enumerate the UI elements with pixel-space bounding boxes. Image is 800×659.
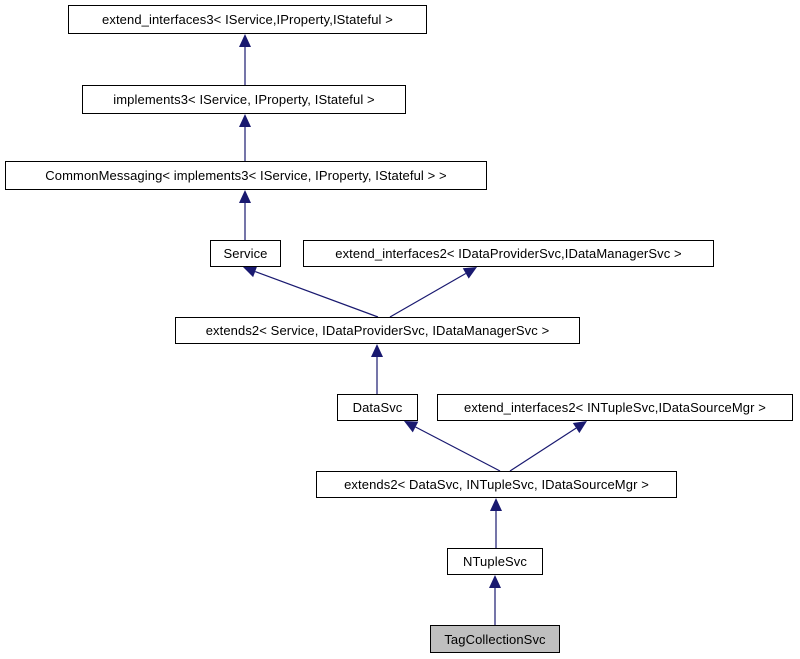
class-node-service[interactable]: Service	[210, 240, 281, 267]
class-node-label: implements3< IService, IProperty, IState…	[113, 92, 375, 107]
class-node-label: extend_interfaces2< IDataProviderSvc,IDa…	[335, 246, 682, 261]
class-node-label: CommonMessaging< implements3< IService, …	[45, 168, 447, 183]
class-node-datasvc[interactable]: DataSvc	[337, 394, 418, 421]
inheritance-arrowhead-icon	[239, 34, 251, 47]
inheritance-edge-line	[415, 426, 501, 472]
class-node-common_messaging[interactable]: CommonMessaging< implements3< IService, …	[5, 161, 487, 190]
class-node-label: DataSvc	[352, 400, 403, 415]
inheritance-edge-line	[254, 270, 379, 318]
class-node-label: TagCollectionSvc	[444, 631, 546, 647]
class-node-label: Service	[223, 246, 268, 261]
class-node-extends2_datasvc[interactable]: extends2< DataSvc, INTupleSvc, IDataSour…	[316, 471, 677, 498]
inheritance-arrowhead-icon	[239, 190, 251, 203]
class-node-label: extend_interfaces3< IService,IProperty,I…	[102, 12, 393, 27]
class-node-label: extends2< Service, IDataProviderSvc, IDa…	[205, 323, 550, 338]
class-node-extends2_service[interactable]: extends2< Service, IDataProviderSvc, IDa…	[175, 317, 580, 344]
inheritance-arrowhead-icon	[404, 421, 419, 433]
class-node-extend_interfaces2_data[interactable]: extend_interfaces2< IDataProviderSvc,IDa…	[303, 240, 714, 267]
class-node-label: NTupleSvc	[463, 554, 527, 569]
inheritance-edge-line	[389, 272, 467, 318]
inheritance-edge-line	[509, 427, 577, 472]
class-node-ntuplesvc[interactable]: NTupleSvc	[447, 548, 543, 575]
class-node-extend_interfaces2_ntuple[interactable]: extend_interfaces2< INTupleSvc,IDataSour…	[437, 394, 793, 421]
inheritance-arrowhead-icon	[371, 344, 383, 357]
inheritance-arrowhead-icon	[239, 114, 251, 127]
inheritance-arrowhead-icon	[572, 421, 587, 434]
inheritance-arrowhead-icon	[462, 267, 477, 279]
inheritance-arrowhead-icon	[243, 265, 258, 278]
class-node-tagcollectionsvc[interactable]: TagCollectionSvc	[430, 625, 560, 653]
class-node-label: extend_interfaces2< INTupleSvc,IDataSour…	[464, 400, 766, 415]
inheritance-arrowhead-icon	[490, 498, 502, 511]
inheritance-arrowhead-icon	[489, 575, 501, 588]
class-node-extend_interfaces3[interactable]: extend_interfaces3< IService,IProperty,I…	[68, 5, 427, 34]
class-node-label: extends2< DataSvc, INTupleSvc, IDataSour…	[344, 477, 649, 492]
class-node-implements3[interactable]: implements3< IService, IProperty, IState…	[82, 85, 406, 114]
